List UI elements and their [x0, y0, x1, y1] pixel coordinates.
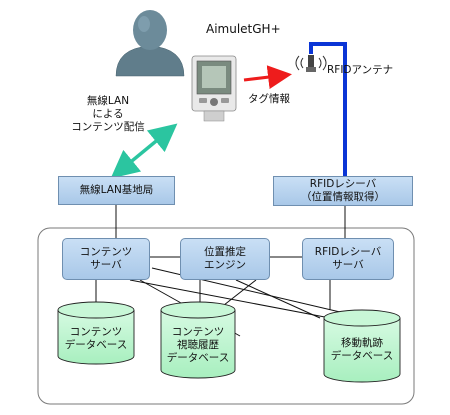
rfid-receiver-line-1: RFIDレシーバ: [309, 178, 377, 190]
wireless-link-arrow: [110, 123, 178, 179]
trajectory-db-cylinder: [323, 309, 401, 383]
base-station-box: 無線LAN基地局: [58, 176, 175, 205]
wireless-delivery-label: 無線LAN による コンテンツ配信: [58, 95, 158, 134]
position-engine-line-2: エンジン: [204, 259, 246, 271]
pda-device-icon: [191, 55, 237, 122]
content-server-line-1: コンテンツ: [79, 246, 133, 258]
history-db-label: コンテンツ 視聴履歴 データベース: [161, 326, 235, 365]
tag-info-arrow: [243, 65, 292, 90]
wireless-line-1: 無線LAN: [86, 95, 130, 107]
trajectory-db-line-1: 移動軌跡: [341, 337, 383, 349]
antenna-label: RFIDアンテナ: [327, 64, 394, 76]
history-db-cylinder: [160, 301, 236, 379]
history-db-line-2: 視聴履歴: [177, 339, 219, 351]
position-engine-box: 位置推定 エンジン: [180, 238, 270, 280]
rfid-antenna-icon: [295, 55, 327, 72]
rfid-server-line-2: サーバ: [332, 259, 364, 271]
rfid-receiver-box: RFIDレシーバ （位置情報取得）: [273, 176, 413, 206]
rfid-server-box: RFIDレシーバ サーバ: [302, 238, 394, 280]
content-db-line-1: コンテンツ: [69, 326, 123, 338]
device-name-label: AimuletGH+: [206, 22, 281, 36]
history-db-line-1: コンテンツ: [171, 326, 225, 338]
wireless-line-3: コンテンツ配信: [71, 121, 145, 133]
user-person-icon: [115, 10, 185, 77]
trajectory-db-label: 移動軌跡 データベース: [324, 337, 400, 363]
tag-info-label: タグ情報: [248, 93, 290, 105]
rfid-server-line-1: RFIDレシーバ: [314, 246, 382, 258]
wireless-line-2: による: [92, 108, 124, 120]
content-db-cylinder: [57, 301, 135, 365]
content-server-line-2: サーバ: [90, 259, 122, 271]
rfid-receiver-line-2: （位置情報取得）: [301, 191, 385, 203]
trajectory-db-line-2: データベース: [330, 350, 394, 362]
base-station-label: 無線LAN基地局: [79, 184, 154, 196]
history-db-line-3: データベース: [166, 352, 230, 364]
position-engine-line-1: 位置推定: [204, 246, 246, 258]
content-server-box: コンテンツ サーバ: [62, 238, 150, 280]
antenna-cable: [309, 42, 347, 178]
content-db-label: コンテンツ データベース: [58, 326, 134, 352]
content-db-line-2: データベース: [64, 339, 128, 351]
